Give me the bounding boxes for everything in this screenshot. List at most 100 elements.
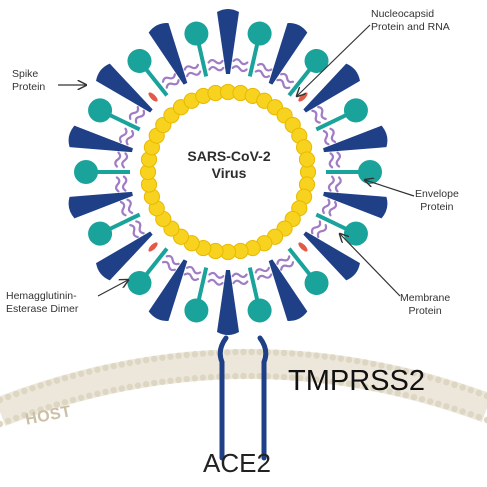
spike-protein <box>68 125 133 153</box>
lipid-head <box>224 373 231 380</box>
lipid-head <box>305 375 312 382</box>
membrane-protein <box>310 220 328 239</box>
membrane-protein <box>114 151 129 169</box>
spike-protein <box>217 270 239 335</box>
lipid-head <box>329 378 336 385</box>
lipid-head <box>483 392 487 400</box>
membrane-protein <box>327 175 342 193</box>
membrane-protein <box>128 105 146 124</box>
lipid-head <box>337 379 345 386</box>
membrane-protein <box>254 62 273 79</box>
lipid-head <box>435 400 442 408</box>
lipid-head <box>272 373 280 380</box>
membrane-proteins <box>114 58 342 286</box>
membrane-protein <box>161 254 180 272</box>
hemagglutinin-arrow <box>97 280 128 297</box>
lipid-head <box>118 361 125 368</box>
lipid-head <box>459 408 466 415</box>
he-dimer <box>287 48 329 97</box>
lipid-head <box>183 375 190 383</box>
lipid-head <box>142 356 150 364</box>
lipid-head <box>86 368 93 375</box>
lipid-head <box>102 364 109 372</box>
nucleocapsid-arrow <box>297 24 371 96</box>
lipid-head <box>418 396 426 403</box>
he-dimer <box>315 98 368 132</box>
spike-protein <box>217 9 239 74</box>
lipid-head <box>126 383 134 391</box>
lipid-head <box>483 416 487 424</box>
lipid-head <box>232 348 239 356</box>
lipid-head <box>353 381 361 389</box>
he-dimer <box>247 21 272 77</box>
lipid-head <box>297 350 304 358</box>
lipid-head <box>297 374 304 382</box>
lipid-head <box>29 409 36 416</box>
lipid-head <box>0 396 4 404</box>
lipid-head <box>256 372 263 380</box>
membrane-protein <box>119 198 134 217</box>
envelope-protein-label: Envelope Protein <box>415 188 459 213</box>
membrane-protein <box>276 255 295 271</box>
envelope-protein <box>298 92 308 102</box>
lipid-head <box>289 374 296 381</box>
lipid-head <box>313 376 320 383</box>
lipid-head <box>362 359 369 366</box>
spike-protein <box>268 23 308 85</box>
ace2-receptor <box>217 335 269 461</box>
lipid-head <box>475 389 483 397</box>
lipid-head <box>61 399 69 406</box>
lipid-head <box>207 349 215 357</box>
lipid-head <box>4 393 12 401</box>
he-dimer <box>88 98 141 132</box>
lipid-head <box>118 385 125 392</box>
he-dimer <box>287 247 329 296</box>
lipid-head <box>426 398 434 405</box>
lipid-head <box>435 376 442 384</box>
lipid-head <box>321 377 328 384</box>
lipid-head <box>102 388 109 396</box>
membrane-arrow <box>340 234 401 297</box>
spike-protein <box>96 231 153 281</box>
membrane-protein <box>328 151 341 169</box>
lipid-head <box>37 406 44 413</box>
membrane-protein <box>231 58 249 73</box>
lipid-head <box>451 381 458 389</box>
lipid-head <box>410 369 418 377</box>
he-dimer <box>247 267 272 323</box>
spike-protein <box>323 191 388 219</box>
membrane-protein <box>118 127 135 146</box>
lipid-head <box>94 366 101 373</box>
membrane-protein <box>231 272 249 285</box>
spike-protein <box>68 191 133 219</box>
lipid-head <box>386 364 393 371</box>
lipid-head <box>386 388 393 395</box>
membrane-protein <box>207 59 225 72</box>
lipid-head <box>248 372 255 380</box>
virus-title: SARS-CoV-2 Virus <box>180 148 278 182</box>
he-dimer <box>184 21 209 77</box>
he-dimer <box>74 160 130 184</box>
spike-protein-label: Spike Protein <box>12 68 46 93</box>
lipid-head <box>45 403 52 411</box>
he-dimer <box>184 267 209 323</box>
lipid-head <box>167 353 174 360</box>
lipid-head <box>353 357 361 365</box>
lipid-head <box>142 380 150 388</box>
lipid-head <box>305 351 312 358</box>
lipid-head <box>77 370 85 377</box>
lipid-head <box>378 362 385 369</box>
lipid-head <box>45 379 52 387</box>
he-dimer <box>88 212 141 246</box>
lipid-head <box>256 348 263 356</box>
lipid-head <box>345 380 353 387</box>
lipid-head <box>467 387 474 394</box>
lipid-head <box>175 376 182 384</box>
lipid-head <box>321 353 328 360</box>
lipid-head <box>191 375 198 382</box>
lipid-head <box>53 377 61 384</box>
lipid-head <box>394 389 401 397</box>
lipid-head <box>240 348 247 356</box>
spike-protein <box>96 63 153 113</box>
